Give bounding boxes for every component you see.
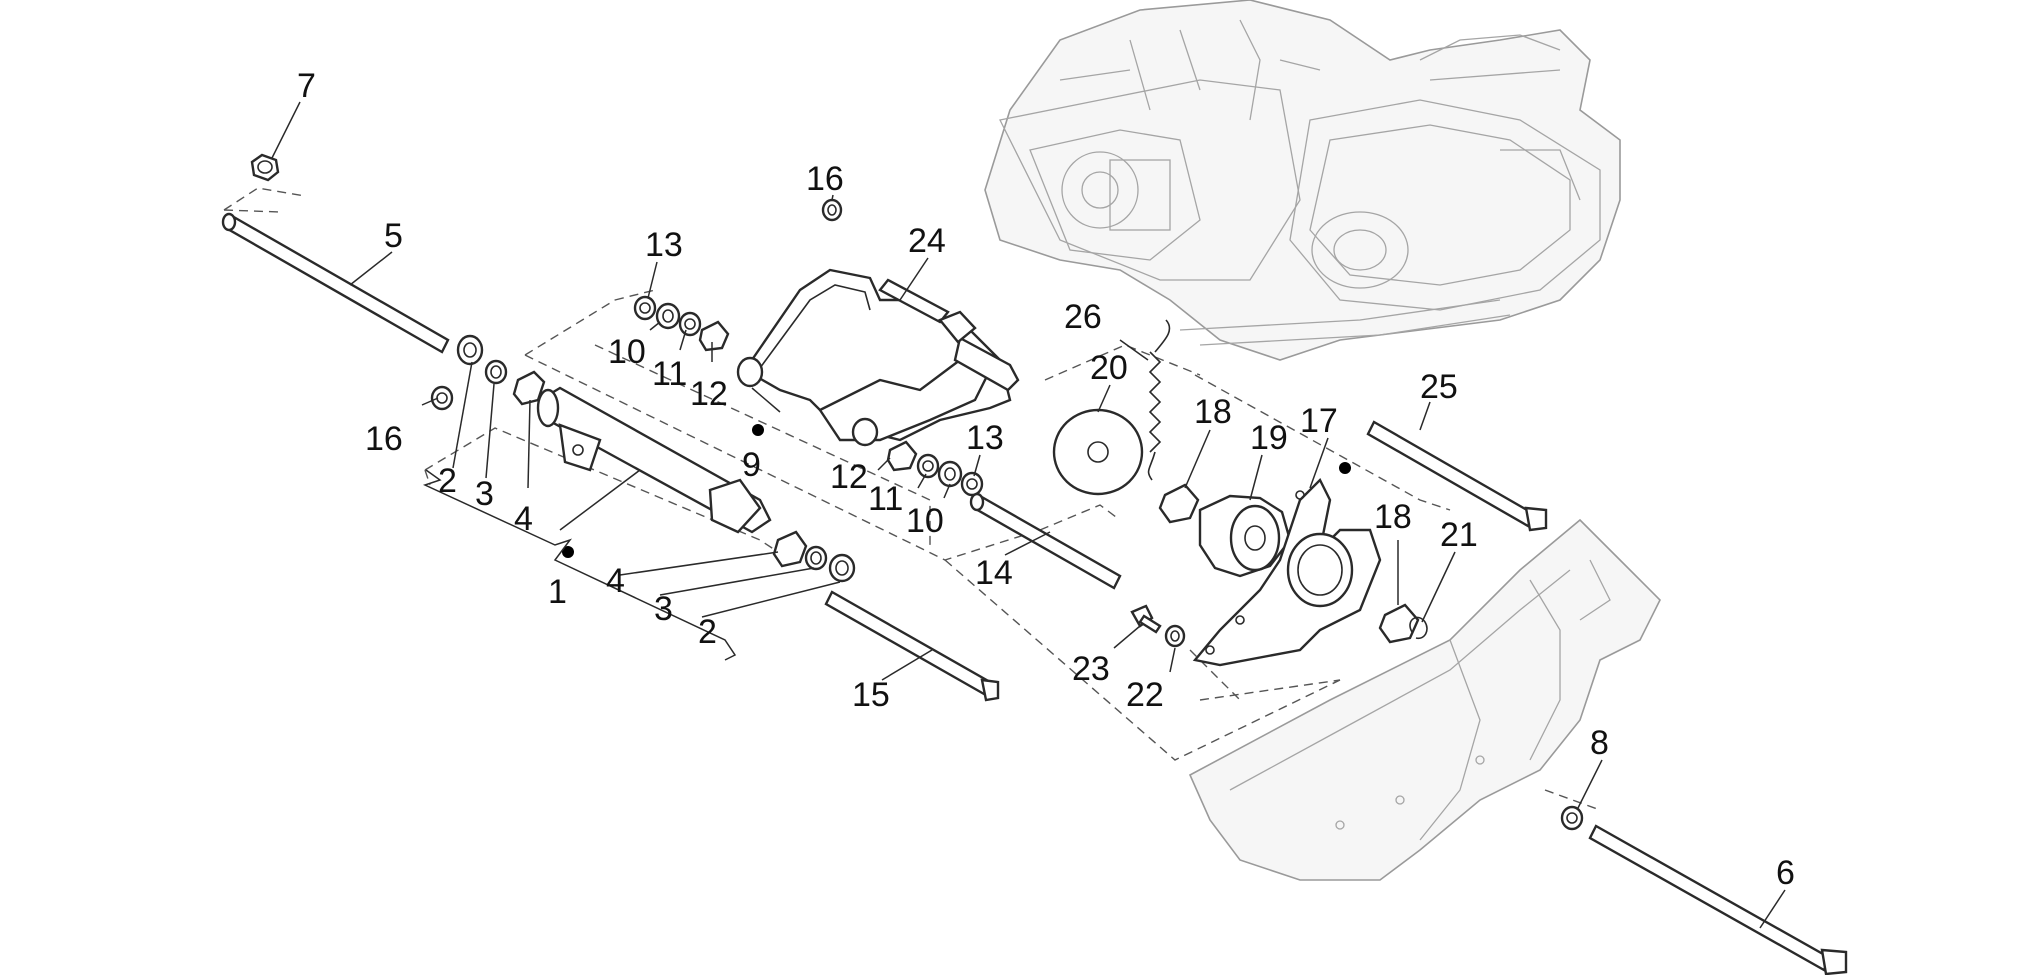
label-8: 7 [297,67,316,105]
label-3-center: 3 [654,590,673,628]
label-2-center: 2 [698,613,717,651]
part-washers-left [456,334,546,406]
label-4-center: 4 [606,562,625,600]
label-12-upper: 12 [690,375,728,413]
label-1: 1 [548,573,567,611]
part-bush-18-right [1378,603,1420,644]
part-bushings-lower [886,440,984,497]
part-bolt-25 [1366,420,1548,532]
label-4-left: 4 [514,500,533,538]
label-10-lower: 10 [906,502,944,540]
part-washer-22 [1164,624,1186,648]
label-21: 21 [1440,516,1478,554]
part-washers-center [772,530,856,583]
part-engine-hanger-9 [736,268,1020,447]
label-7: 8 [1590,724,1609,762]
label-11-lower: 11 [868,480,903,518]
label-9: 9 [742,446,761,484]
label-18-right: 18 [1374,498,1412,536]
label-16-top: 16 [806,160,844,198]
label-12-lower: 12 [830,458,868,496]
part-circlip-21 [1409,616,1428,640]
label-15: 15 [852,676,890,714]
label-10-upper: 10 [608,333,646,371]
part-bush-18-left [1158,483,1200,524]
part-nut-16-left [430,385,454,411]
part-screw-23 [1130,604,1162,634]
assembly-guide-lines [223,187,1601,811]
engine-unit [984,0,1621,361]
part-bolt-6 [1588,824,1848,975]
label-3-left: 3 [475,475,494,513]
label-11-upper: 11 [652,355,687,393]
label-19: 19 [1250,419,1288,457]
label-22: 22 [1126,676,1164,714]
label-18-left: 18 [1194,393,1232,431]
leader-lines [271,101,1786,929]
part-bolt-5 [221,212,450,354]
reference-dots [562,424,1351,558]
label-13-upper: 13 [645,226,683,264]
part-nut-8 [250,153,280,182]
part-bushings-upper [633,295,730,352]
frame-section [1188,518,1661,881]
label-24: 24 [908,222,946,260]
label-25: 25 [1420,368,1458,406]
part-pin-14 [969,492,1122,590]
part-nut-16-top [821,198,843,222]
part-stopper-20 [1052,408,1144,496]
part-labels: 7 5 16 2 3 4 1 4 3 2 9 13 10 11 12 16 24… [297,67,1795,892]
part-swing-arm-1 [536,386,772,534]
part-silentblock-19 [1198,494,1292,578]
label-23: 23 [1072,650,1110,688]
label-17: 17 [1300,402,1338,440]
part-bolt-15 [824,590,1000,702]
part-bracket-17 [1192,477,1382,667]
label-26: 26 [1064,298,1102,336]
label-14: 14 [975,554,1013,592]
part-spring-26 [1147,319,1171,481]
label-13-lower: 13 [966,419,1004,457]
part-washer-7 [1560,805,1584,831]
label-20: 20 [1090,349,1128,387]
label-6: 6 [1776,854,1795,892]
label-2-left: 2 [438,462,457,500]
label-5: 5 [384,217,403,255]
label-16-left: 16 [365,420,403,458]
